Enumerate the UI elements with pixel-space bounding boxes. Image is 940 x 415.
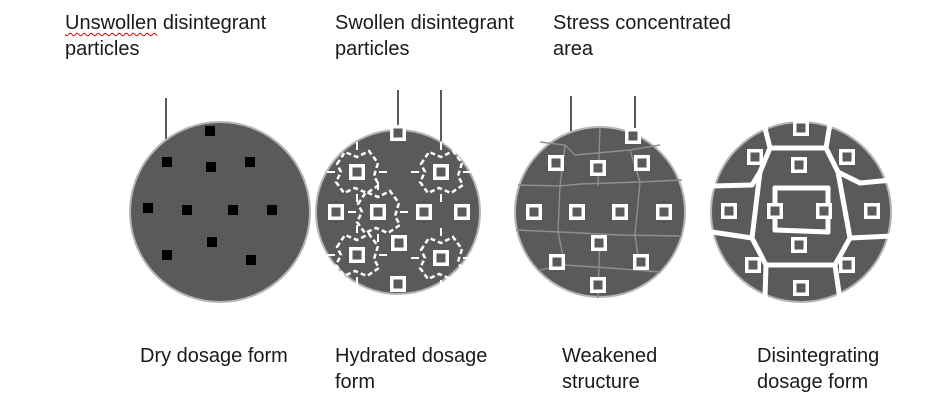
swollen-particle-core: [529, 207, 539, 217]
label-hydrated-dosage-form: Hydrated dosage form: [335, 343, 487, 395]
swollen-particle-core: [750, 152, 760, 162]
swollen-particle-core: [842, 152, 852, 162]
crack-line: [539, 141, 661, 156]
label-unswollen-line2: particles: [65, 38, 140, 60]
crack-line: [515, 229, 683, 237]
swollen-particle-core: [659, 207, 669, 217]
fracture-gap: [847, 233, 895, 241]
swelling-outline: [334, 149, 381, 195]
swelling-outline: [418, 235, 465, 281]
fracture-gap: [772, 227, 831, 235]
label-stress-line1: Stress concentrated: [553, 12, 731, 34]
swollen-particle-core: [593, 280, 603, 290]
swollen-particle-core: [594, 238, 604, 248]
label-dry-line1: Dry dosage form: [140, 345, 288, 367]
label-swollen-particles: Swollen disintegrant particles: [335, 10, 514, 62]
label-weakened-structure: Weakened structure: [562, 343, 657, 395]
hydrated-dosage-tablet: [315, 125, 481, 295]
swollen-particle-core: [615, 207, 625, 217]
swelling-outline: [418, 149, 465, 195]
swollen-particle-core: [373, 207, 383, 217]
swollen-particle-core: [457, 207, 467, 217]
label-disintegrating-dosage-form: Disintegrating dosage form: [757, 343, 879, 395]
swelling-outline: [355, 189, 402, 235]
label-swollen-line1: Swollen disintegrant: [335, 12, 514, 34]
swollen-particle-core: [436, 167, 446, 177]
swollen-particle-core: [794, 160, 804, 170]
swollen-particle-core: [552, 257, 562, 267]
swollen-particle-core: [724, 206, 734, 216]
dry-tablet-body: [129, 121, 311, 303]
label-hydrated-line1: Hydrated dosage: [335, 345, 488, 367]
disintegrating-dosage-tablet: [709, 120, 895, 303]
dry-particle: [228, 205, 238, 215]
swollen-particle-core: [393, 279, 403, 289]
label-weakened-line2: structure: [562, 371, 640, 393]
swollen-particle-core: [419, 207, 429, 217]
dry-particle: [182, 205, 192, 215]
swollen-particle-core: [796, 123, 806, 133]
swollen-particle-core: [352, 250, 362, 260]
label-disintegrating-line2: dosage form: [757, 371, 869, 393]
swollen-particle-core: [796, 283, 806, 293]
swollen-particle-core: [436, 253, 446, 263]
swollen-particle-core: [819, 206, 829, 216]
fracture-gap: [709, 229, 755, 241]
dry-particle: [162, 157, 172, 167]
swollen-particle-core: [551, 158, 561, 168]
label-swollen-line2: particles: [335, 38, 410, 60]
swollen-particle-core: [770, 206, 780, 216]
swollen-particle-core: [794, 240, 804, 250]
dry-particle: [246, 255, 256, 265]
dry-particle: [245, 157, 255, 167]
label-unswollen-rest: disintegrant: [157, 12, 267, 34]
dry-particle: [143, 203, 153, 213]
crack-line: [597, 127, 601, 187]
weakened-structure-tablet: [514, 126, 686, 299]
fracture-gap: [832, 169, 853, 303]
label-dry-dosage-form: Dry dosage form: [140, 343, 288, 369]
dry-particle: [205, 126, 215, 136]
label-unswollen-particles: Unswollen disintegrant particles: [65, 10, 266, 62]
dry-particle: [206, 162, 216, 172]
swollen-particle-core: [842, 260, 852, 270]
label-stress-area: Stress concentrated area: [553, 10, 731, 62]
swollen-particle-core: [636, 257, 646, 267]
label-unswollen-word: Unswollen: [65, 12, 158, 34]
swelling-outline: [334, 232, 381, 278]
label-disintegrating-line1: Disintegrating: [757, 345, 880, 367]
label-stress-line2: area: [553, 38, 594, 60]
swollen-particle-core: [572, 207, 582, 217]
swollen-particle-core: [394, 238, 404, 248]
swollen-particle-core: [352, 167, 362, 177]
swollen-particle-core: [867, 206, 877, 216]
crack-line: [517, 179, 683, 187]
dry-particle: [162, 250, 172, 260]
swollen-particle-core: [748, 260, 758, 270]
swollen-particle-core: [393, 128, 403, 138]
label-weakened-line1: Weakened: [562, 345, 658, 367]
fracture-gap: [749, 169, 769, 301]
dry-particle: [207, 237, 217, 247]
swollen-particle-core: [628, 131, 638, 141]
swollen-particle-core: [593, 163, 603, 173]
swollen-particle-core: [637, 158, 647, 168]
dry-particle: [267, 205, 277, 215]
label-hydrated-line2: form: [335, 371, 375, 393]
swollen-particle-core: [331, 207, 341, 217]
dry-dosage-tablet: [129, 121, 311, 303]
